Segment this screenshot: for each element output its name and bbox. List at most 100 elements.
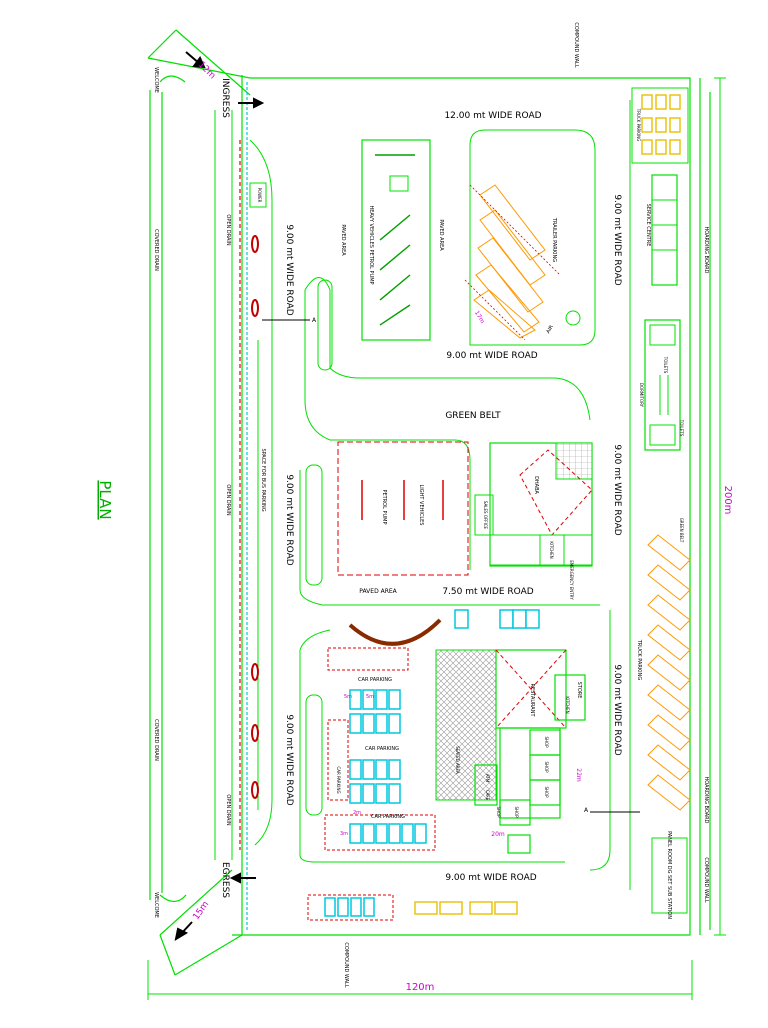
kitchen-label: KITCHEN: [549, 541, 554, 558]
seated-area-label: SEATED AREA: [455, 746, 460, 774]
service-centre-label: SERVICE CENTRE: [645, 204, 651, 247]
dim-22m: 22m: [575, 768, 582, 782]
power-label: POWER: [257, 188, 262, 203]
truck-parking-side-label: TRUCK PARKING: [636, 639, 642, 681]
car-parking-c-label: CAR PARKING: [336, 766, 341, 793]
light-vehicles-label: LIGHT VEHICLES: [418, 485, 424, 526]
green-belt-arc: [348, 618, 442, 646]
shop-rooms: [474, 674, 586, 854]
welcome-top: WELCOME: [153, 67, 159, 93]
cafe-label: CAFE: [485, 790, 490, 801]
restaurant-label: RESTAURANT: [529, 683, 535, 717]
dhaba-block: [489, 442, 593, 567]
egress-arrows: [174, 872, 256, 942]
shop-4-label: SHOP: [514, 806, 519, 818]
store-label: STORE: [576, 682, 582, 699]
emergency-entry-label: EMERGENCY ENTRY: [569, 560, 574, 600]
egress-width: 15m: [191, 900, 211, 922]
car-parking-stalls: [324, 609, 540, 917]
road-left-upper-label: 9.00 mt WIDE ROAD: [284, 224, 294, 315]
atm-label: ATM: [485, 774, 490, 783]
width-dimension: 120m: [406, 982, 435, 993]
dim-2m: 2m: [353, 810, 361, 816]
car-parking-d-label: CAR PARKING: [371, 814, 405, 820]
road-islands: [299, 100, 631, 890]
covered-drain-upper: COVERED DRAIN: [153, 229, 159, 271]
heavy-vehicles-label: HEAVY VEHICLES PETROL PUMP: [368, 205, 374, 284]
egress-label: EGRESS: [220, 862, 230, 898]
dormitory-rooms: [649, 324, 676, 446]
paved-area-b-label: PAVED AREA: [438, 219, 444, 251]
green-belt-label: GREEN BELT: [445, 411, 501, 421]
road-bottom-label: 9.00 mt WIDE ROAD: [445, 873, 536, 883]
road-right-middle-label: 9.00 mt WIDE ROAD: [612, 444, 622, 535]
petrol-pump-label: PETROL PUMP: [381, 489, 387, 524]
air-label: AIR: [545, 324, 555, 335]
kitchen-b-label: KITCHEN: [565, 696, 570, 713]
heavy-vehicle-pump-area: [361, 139, 431, 341]
light-fuel-islands: [361, 480, 444, 520]
length-dimension: 200m: [722, 486, 733, 515]
car-parking-a-label: CAR PARKING: [358, 677, 392, 683]
green-belt-small-label: GREEN BELT: [679, 518, 684, 543]
fuel-islands: [375, 154, 415, 326]
dormitory-label: DORMITORY: [639, 383, 644, 408]
toilets-b-label: TOILETS: [679, 419, 684, 437]
shop-1-label: SHOP: [544, 736, 549, 748]
paved-area-c-label: PAVED AREA: [359, 588, 397, 595]
dhaba-label: DHABA: [533, 476, 539, 494]
air-point: [565, 310, 581, 326]
hoarding-board-upper: HOARDING BOARD: [703, 227, 709, 274]
shop-2-label: SHOP: [544, 761, 549, 773]
open-drain-2: OPEN DRAIN: [225, 484, 231, 515]
road-right-upper-label: 9.00 mt WIDE ROAD: [612, 194, 622, 285]
drain-ellipses: [251, 235, 259, 799]
plan-title: PLAN: [96, 480, 114, 519]
dhaba-rooms: [474, 494, 593, 566]
trailer-bays: [473, 184, 546, 339]
ingress-label: INGRESS: [220, 78, 230, 118]
substation-box: [651, 837, 688, 914]
labels: 12.00 mt WIDE ROAD 9.00 mt WIDE ROAD GRE…: [96, 22, 733, 993]
compound-wall-right: COMPOUND WALL: [703, 857, 709, 902]
marker-a2: A: [584, 807, 589, 814]
road-center-middle-label: 7.50 mt WIDE ROAD: [442, 587, 533, 597]
parking-red-strips: [307, 647, 436, 921]
pump-kiosk: [389, 175, 409, 192]
dim-3m: 3m: [340, 831, 348, 837]
dim-5m: 5m: [344, 694, 352, 700]
welcome-bottom: WELCOME: [153, 892, 159, 918]
power-room: [249, 182, 267, 208]
car-parking-b-label: CAR PARKING: [365, 746, 399, 752]
open-drain-1: OPEN DRAIN: [225, 214, 231, 245]
toilets-label: TOILETS: [663, 356, 668, 374]
trailer-parking-label: TRAILER PARKING: [551, 217, 557, 262]
road-center-upper-label: 9.00 mt WIDE ROAD: [446, 351, 537, 361]
truck-parking-box: [631, 87, 689, 164]
hoarding-board-lower: HOARDING BOARD: [703, 777, 709, 824]
road-right-lower-label: 9.00 mt WIDE ROAD: [612, 664, 622, 755]
road-left-lower-label: 9.00 mt WIDE ROAD: [284, 714, 294, 805]
service-bays: [652, 199, 677, 251]
restaurant-cross: [495, 649, 567, 729]
compound-wall: [149, 75, 711, 936]
bottom-trucks: [414, 901, 518, 915]
road-left-middle-label: 9.00 mt WIDE ROAD: [284, 474, 294, 565]
dim-20m: 20m: [491, 831, 505, 838]
dim-5m-b: 5m: [366, 694, 374, 700]
trailer-dim-label: 17m: [473, 310, 486, 325]
light-vehicle-pump-area: [337, 441, 469, 576]
truck-bays-side: [647, 534, 691, 811]
compound-wall-top: COMPOUND WALL: [573, 22, 579, 67]
ingress-road: [147, 29, 251, 96]
substation-label: PANEL ROOM DG SET SUB STATION: [666, 831, 672, 919]
bus-parking-label: SPACE FOR BUS PARKING: [260, 448, 266, 511]
hatched-plaza: [435, 649, 497, 801]
ingress-arrows: [185, 51, 265, 109]
paved-area-a-label: PAVED AREA: [340, 224, 346, 256]
road-top-label: 12.00 mt WIDE ROAD: [444, 111, 541, 121]
section-markers: [262, 319, 640, 813]
egress-road: [159, 869, 243, 976]
